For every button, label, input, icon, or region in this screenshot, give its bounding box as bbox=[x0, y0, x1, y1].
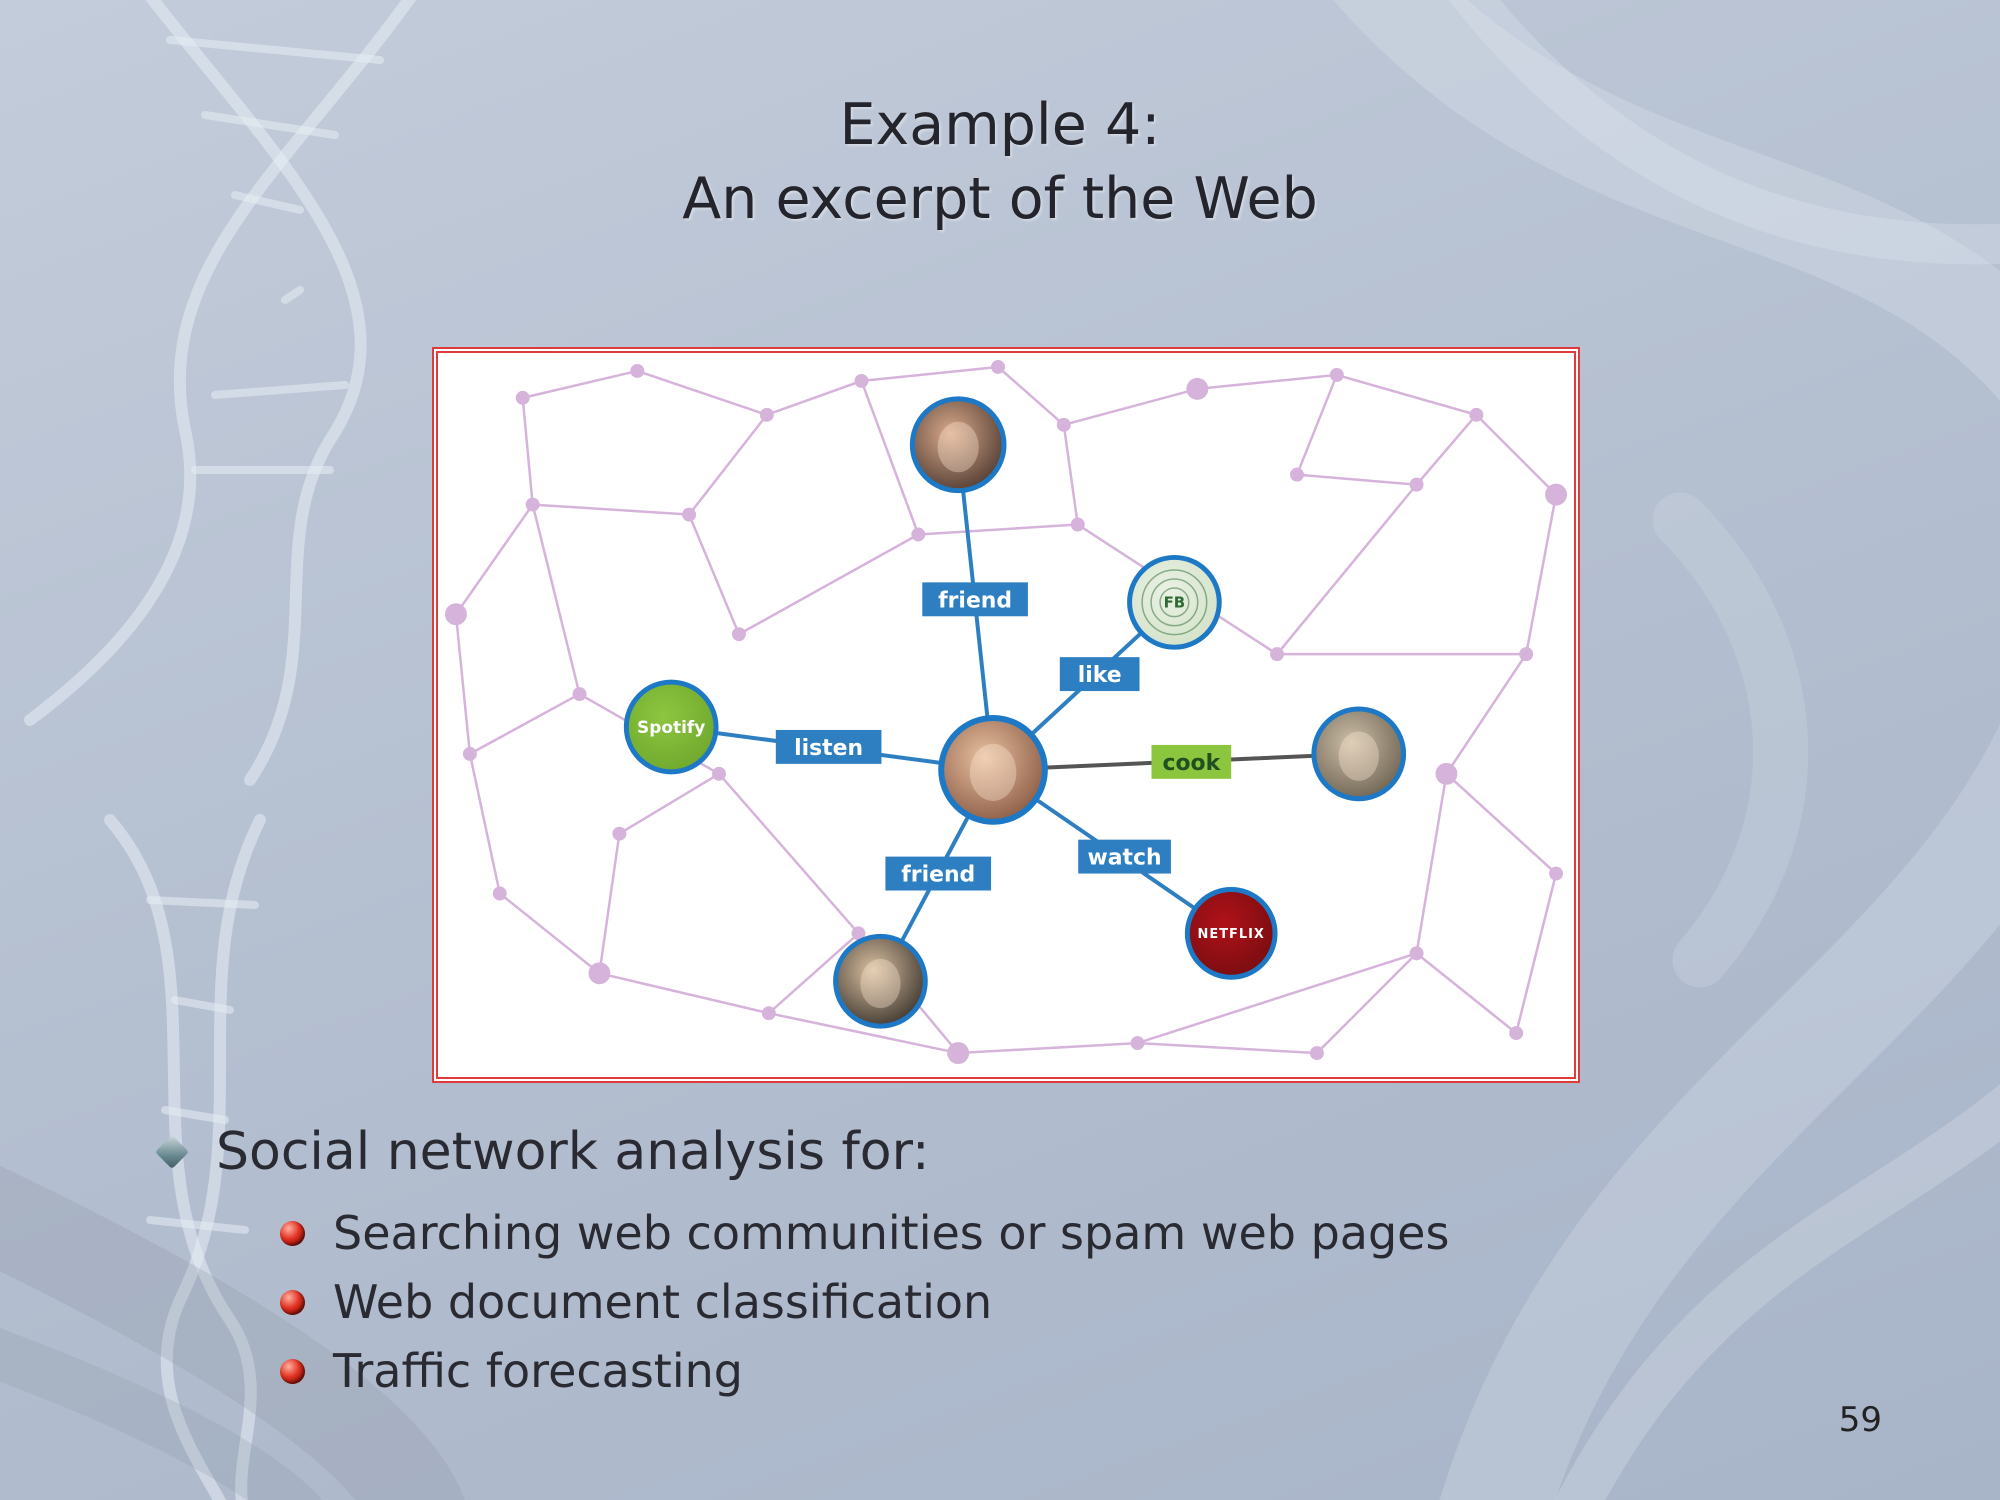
node-food bbox=[1311, 706, 1407, 802]
edge-label-like: like bbox=[1059, 657, 1140, 692]
svg-text:listen: listen bbox=[794, 736, 863, 761]
social-network-graph: friend like listen cook watch friend FB Spotify… bbox=[444, 359, 1568, 1065]
sphere-bullet-icon bbox=[280, 1220, 305, 1246]
diamond-bullet-icon bbox=[155, 1135, 189, 1169]
bullet-level2-text: Searching web communities or spam web pa… bbox=[333, 1206, 1450, 1260]
sphere-bullet-icon bbox=[280, 1358, 305, 1384]
bullet-level1: Social network analysis for: bbox=[155, 1122, 1449, 1182]
node-friend-bottom bbox=[833, 933, 928, 1029]
bullet-list: Social network analysis for: Searching w… bbox=[155, 1122, 1449, 1413]
svg-text:like: like bbox=[1078, 663, 1122, 688]
sphere-bullet-icon bbox=[280, 1289, 305, 1315]
social-network-figure: friend like listen cook watch friend FB Spotify… bbox=[432, 347, 1580, 1083]
svg-text:FB: FB bbox=[1164, 594, 1186, 612]
node-facebook: FB bbox=[1127, 554, 1222, 650]
edge-label-cook: cook bbox=[1151, 744, 1232, 779]
bullet-level2-item: Traffic forecasting bbox=[280, 1344, 1449, 1398]
bullet-level2-text: Web document classification bbox=[333, 1275, 993, 1329]
bullet-level2-text: Traffic forecasting bbox=[333, 1344, 743, 1398]
svg-text:NETFLIX: NETFLIX bbox=[1198, 927, 1265, 942]
bullet-level1-text: Social network analysis for: bbox=[216, 1122, 930, 1182]
svg-text:friend: friend bbox=[901, 863, 975, 888]
bullet-level2-item: Searching web communities or spam web pa… bbox=[280, 1206, 1449, 1260]
node-friend-top bbox=[909, 396, 1007, 494]
svg-text:friend: friend bbox=[938, 588, 1012, 613]
background-network bbox=[444, 359, 1568, 1065]
edge-label-watch: watch bbox=[1078, 839, 1171, 874]
slide-title: Example 4: An excerpt of the Web bbox=[0, 88, 2000, 236]
svg-text:watch: watch bbox=[1088, 846, 1162, 871]
node-spotify: Spotify bbox=[623, 679, 719, 775]
title-line-1: Example 4: bbox=[839, 92, 1161, 158]
edge-label-friend: friend bbox=[922, 582, 1028, 617]
node-central-user bbox=[938, 714, 1048, 825]
svg-text:cook: cook bbox=[1163, 751, 1221, 776]
title-line-2: An excerpt of the Web bbox=[682, 166, 1318, 233]
page-number: 59 bbox=[1838, 1400, 1882, 1440]
node-netflix: NETFLIX bbox=[1184, 887, 1278, 980]
bullet-level2-item: Web document classification bbox=[280, 1275, 1449, 1329]
svg-text:Spotify: Spotify bbox=[637, 717, 705, 737]
edge-label-friend: friend bbox=[885, 856, 992, 891]
edge-label-listen: listen bbox=[775, 729, 882, 764]
